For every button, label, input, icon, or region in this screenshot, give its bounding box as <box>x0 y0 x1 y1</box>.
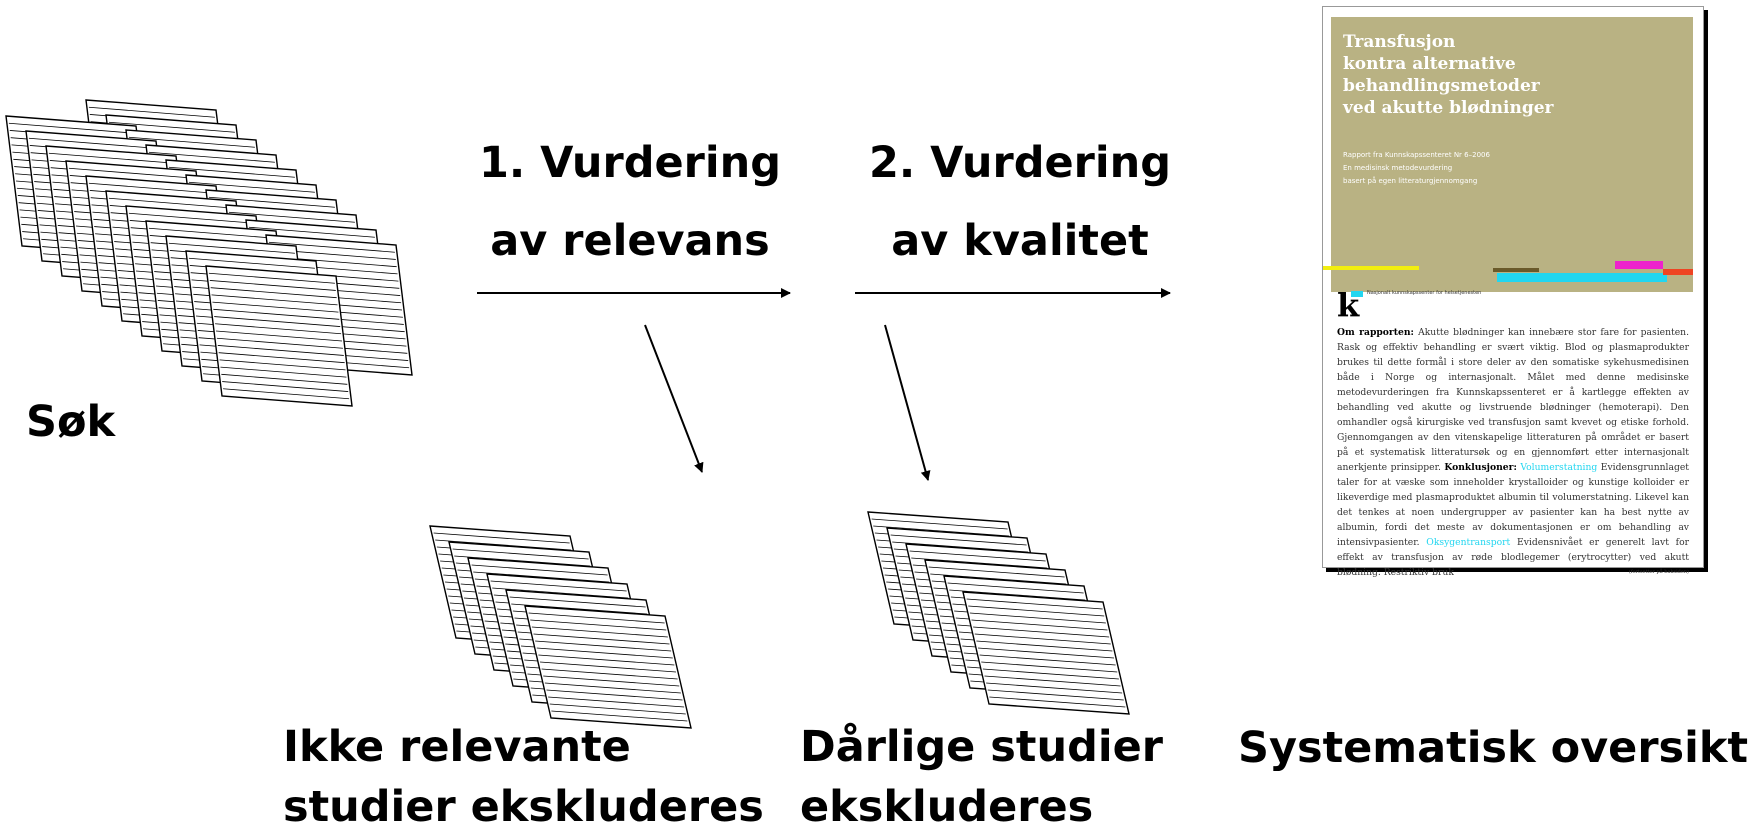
step2-line2: av kvalitet <box>891 216 1149 266</box>
continued-note: (fortsetter på baksiden) <box>1628 569 1689 575</box>
arrow-exclude2 <box>884 324 931 481</box>
systematic-review-report: Transfusjon kontra alternative behandlin… <box>1322 6 1704 578</box>
color-bar-red <box>1663 269 1693 275</box>
excluded2-label: Dårlige studier ekskluderes <box>800 717 1163 837</box>
step2-label: 2. Vurdering av kvalitet <box>860 124 1180 280</box>
color-bar-yellow <box>1323 266 1419 270</box>
document-sheet <box>205 265 353 407</box>
step1-line2: av relevans <box>490 216 770 266</box>
report-logo: k <box>1337 286 1360 324</box>
arrow-exclude1 <box>644 324 704 473</box>
excluded1-label: Ikke relevante studier ekskluderes <box>283 717 764 837</box>
excluded2-line1: Dårlige studier <box>800 722 1163 772</box>
step1-line1: 1. Vurdering <box>478 138 782 188</box>
about-label: Om rapporten: <box>1337 327 1414 338</box>
color-bar-magenta <box>1615 261 1663 269</box>
report-org: Nasjonalt kunnskapssenter for helsetjene… <box>1367 290 1482 296</box>
step2-line1: 2. Vurdering <box>868 138 1172 188</box>
logo-accent <box>1351 291 1363 297</box>
excluded1-line1: Ikke relevante <box>283 722 631 772</box>
about-text: Akutte blødninger kan innebære stor fare… <box>1337 327 1690 473</box>
excluded1-line2: studier ekskluderes <box>283 782 764 832</box>
oxygen-label: Oksygentransport <box>1426 537 1511 548</box>
report-abstract: Om rapporten: Akutte blødninger kan inne… <box>1337 325 1689 580</box>
volume-label: Volumerstatning <box>1520 462 1598 473</box>
conclusions-label: Konklusjoner: <box>1444 462 1517 473</box>
report-subtitle: Rapport fra Kunnskapssenteret Nr 6–2006 … <box>1343 151 1490 185</box>
volume-text: Evidensgrunnlaget taler for at væske som… <box>1337 462 1689 548</box>
document-sheet <box>962 591 1130 715</box>
oxygen-text: Evidensnivået er generelt lavt for effek… <box>1337 537 1689 578</box>
step1-label: 1. Vurdering av relevans <box>470 124 790 280</box>
search-label: Søk <box>26 397 116 447</box>
color-bar-brown <box>1493 268 1539 272</box>
result-label: Systematisk oversikt <box>1238 723 1749 773</box>
excluded2-line2: ekskluderes <box>800 782 1094 832</box>
color-bar-cyan <box>1497 273 1667 282</box>
report-cover: Transfusjon kontra alternative behandlin… <box>1331 17 1693 292</box>
document-sheet <box>524 605 692 729</box>
report-title: Transfusjon kontra alternative behandlin… <box>1343 32 1554 118</box>
